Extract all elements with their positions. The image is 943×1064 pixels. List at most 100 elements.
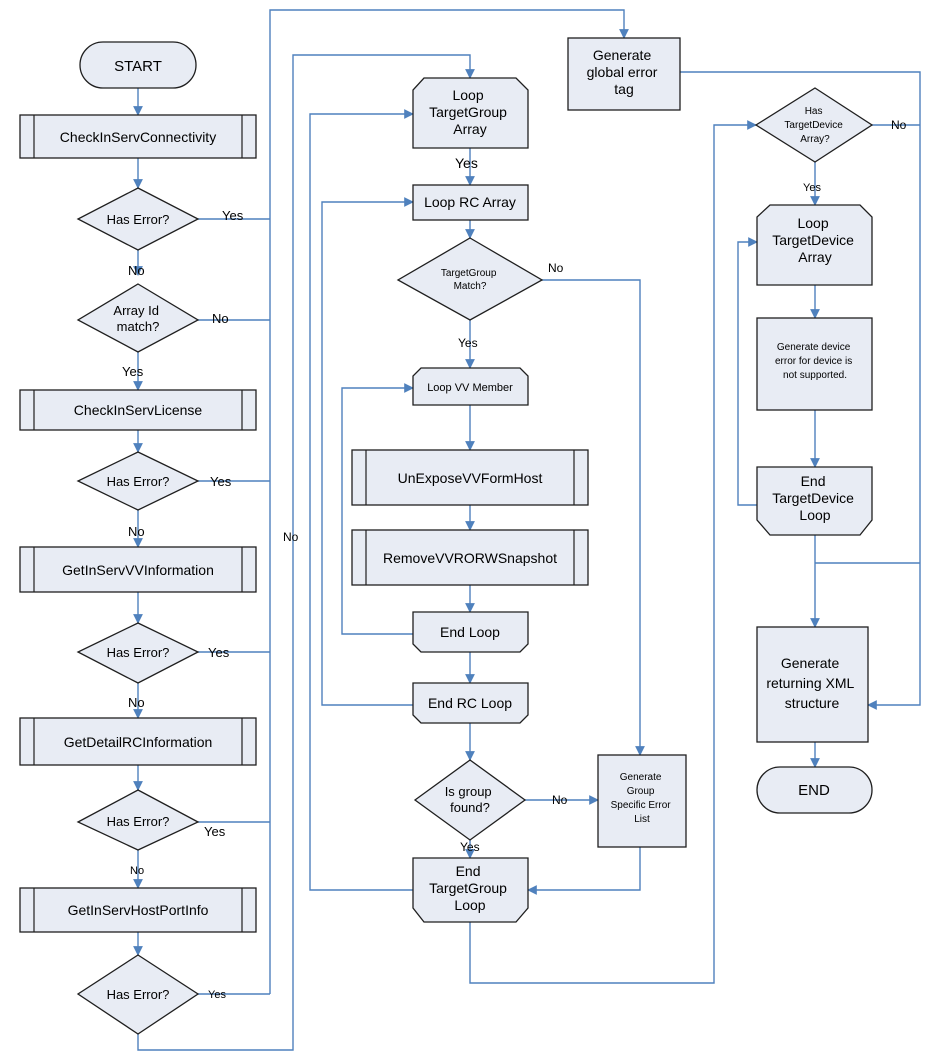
get-vv-info-label: GetInServVVInformation: [62, 562, 214, 578]
has-error-1-diamond: [76, 187, 200, 251]
edge-label-no: No: [128, 695, 145, 710]
loop-tg-array-line: Array: [453, 121, 486, 137]
connector: [309, 109, 414, 891]
loop-vv-member-label: Loop VV Member: [427, 382, 513, 394]
get-rc-info-label: GetDetailRCInformation: [64, 734, 213, 750]
gen-device-error-label: Generate device error for device is not …: [775, 342, 855, 381]
check-connectivity-box: [19, 114, 257, 159]
gen-group-error-line: Group: [627, 786, 655, 797]
edge-label-yes: Yes: [208, 989, 226, 1001]
check-license-label: CheckInServLicense: [74, 402, 203, 418]
end-tg-loop-line: TargetGroup: [429, 880, 507, 896]
edge-label-yes: Yes: [208, 645, 230, 660]
gen-group-error-box: [597, 754, 687, 848]
edge-label-no: No: [552, 793, 568, 807]
get-host-port-label: GetInServHostPortInfo: [68, 902, 209, 918]
end-td-loop-line: Loop: [799, 507, 830, 523]
gen-group-error-label: Generate Group Specific Error List: [611, 772, 674, 825]
end-tg-loop-shape: [412, 857, 529, 923]
connector: [321, 197, 414, 706]
has-error-5-label: Has Error?: [107, 987, 170, 1002]
loop-vv-member-shape: [412, 367, 529, 406]
edge-label-yes: Yes: [204, 824, 226, 839]
has-td-array-line: Array?: [800, 134, 830, 145]
gen-device-error-line: not supported.: [783, 370, 847, 381]
end-td-loop-shape: [756, 466, 873, 536]
loop-rc-array-label: Loop RC Array: [424, 194, 516, 210]
check-connectivity-label: CheckInServConnectivity: [60, 129, 216, 145]
edge-label-no: No: [130, 865, 144, 877]
connector: [269, 9, 629, 994]
end-loop-shape: [412, 611, 529, 653]
get-rc-info-box: [19, 717, 257, 766]
end-td-loop-line: End: [801, 473, 826, 489]
loop-td-array-line: Array: [798, 249, 831, 265]
has-error-2-diamond: [76, 451, 200, 511]
end-td-loop-label: End TargetDevice Loop: [772, 473, 858, 523]
loop-td-array-shape: [756, 204, 873, 286]
has-error-1-label: Has Error?: [107, 212, 170, 227]
has-td-array-diamond: [754, 87, 874, 163]
has-error-4-diamond: [76, 789, 200, 851]
loop-tg-array-label: Loop TargetGroup Array: [429, 87, 511, 137]
end-rc-loop-label: End RC Loop: [428, 695, 512, 711]
connector: [469, 120, 757, 984]
end-rc-loop-shape: [412, 682, 529, 724]
edge-label-yes: Yes: [460, 840, 480, 854]
loop-td-array-line: Loop: [797, 215, 828, 231]
has-error-3-diamond: [76, 622, 200, 684]
has-error-5-diamond: [76, 954, 200, 1035]
gen-device-error-box: [756, 317, 873, 411]
is-group-found-diamond: [413, 759, 527, 841]
loop-td-array-line: TargetDevice: [772, 232, 854, 248]
start-terminator: [79, 41, 197, 89]
get-host-port-box: [19, 887, 257, 933]
gen-group-error-line: Specific Error: [611, 800, 672, 811]
gen-xml-box: [756, 626, 869, 743]
edge-label-yes: Yes: [455, 155, 478, 171]
loop-rc-array-box: [412, 184, 529, 221]
edge-label-no: No: [212, 311, 229, 326]
array-id-match-label: Array Id match?: [113, 303, 162, 334]
connector: [341, 383, 414, 635]
remove-snapshot-label: RemoveVVRORWSnapshot: [383, 550, 557, 566]
edge-label-yes: Yes: [803, 182, 821, 194]
end-label: END: [798, 782, 830, 799]
end-terminator: [756, 766, 873, 814]
end-loop-label: End Loop: [440, 624, 500, 640]
has-td-array-label: Has TargetDevice Array?: [784, 106, 845, 145]
gen-global-error-label: Generate global error tag: [587, 47, 662, 97]
gen-device-error-line: Generate device: [777, 342, 851, 353]
gen-xml-line: Generate: [781, 655, 840, 671]
has-error-4-label: Has Error?: [107, 814, 170, 829]
end-tg-loop-line: Loop: [454, 897, 485, 913]
end-td-loop-line: TargetDevice: [772, 490, 854, 506]
is-group-found-line: Is group: [445, 784, 492, 799]
array-id-match-line: Array Id: [113, 303, 159, 318]
array-id-match-diamond: [76, 283, 200, 353]
loop-tg-array-shape: [412, 77, 529, 149]
connector: [527, 847, 641, 895]
has-td-array-line: TargetDevice: [784, 120, 843, 131]
edge-label-no: No: [128, 524, 145, 539]
check-license-box: [19, 389, 257, 431]
gen-group-error-line: List: [634, 814, 650, 825]
gen-global-error-line: global error: [587, 64, 658, 80]
edge-label-no: No: [283, 530, 299, 544]
has-error-2-label: Has Error?: [107, 474, 170, 489]
edge-label-no: No: [891, 118, 907, 132]
edge-label-yes: Yes: [122, 364, 144, 379]
has-error-3-label: Has Error?: [107, 645, 170, 660]
gen-xml-line: structure: [785, 695, 840, 711]
tg-match-label: TargetGroup Match?: [441, 268, 499, 292]
gen-xml-label: Generate returning XML structure: [766, 655, 857, 711]
unexpose-label: UnExposeVVFormHost: [398, 470, 543, 486]
is-group-found-line: found?: [450, 800, 490, 815]
loop-tg-array-line: Loop: [452, 87, 483, 103]
end-tg-loop-label: End TargetGroup Loop: [429, 863, 511, 913]
connectors: [133, 9, 921, 1051]
start-label: START: [114, 58, 162, 75]
connector: [137, 54, 475, 1051]
gen-global-error-line: Generate: [593, 47, 652, 63]
